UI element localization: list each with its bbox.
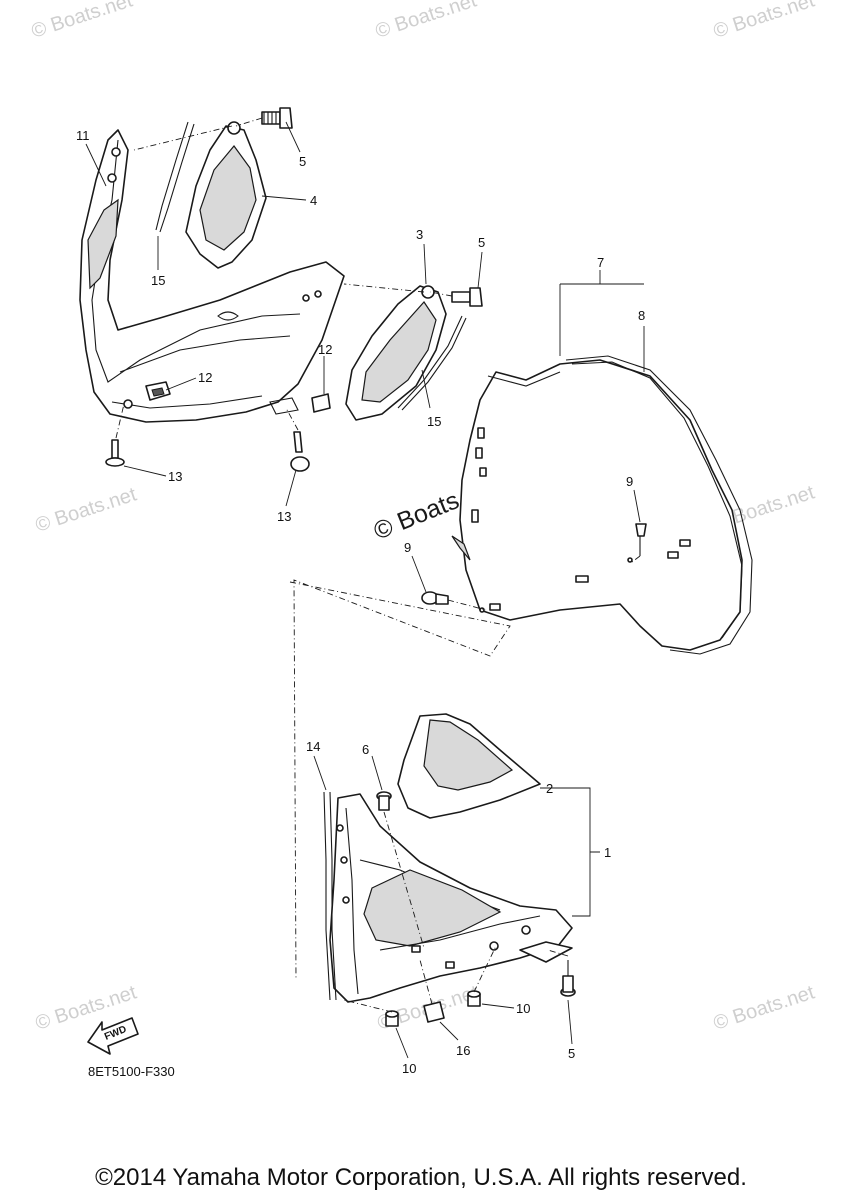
callout-3: 3 <box>416 227 423 242</box>
watermark-top-right: © Boats.net <box>711 0 818 43</box>
callout-6: 6 <box>362 742 369 757</box>
upper-cowling-part-11 <box>79 129 345 423</box>
watermark-top-left: © Boats.net <box>29 0 136 43</box>
duct-part-4 <box>185 121 267 269</box>
watermark-mid-left: © Boats.net <box>33 483 140 536</box>
callout-9-left: 9 <box>404 540 411 555</box>
copyright-footer: ©2014 Yamaha Motor Corporation, U.S.A. A… <box>95 1164 747 1191</box>
nut-12-right <box>311 393 331 413</box>
callout-7: 7 <box>597 255 604 270</box>
callout-5-lower: 5 <box>568 1046 575 1061</box>
inner-panel-part-2 <box>397 713 541 819</box>
callout-1: 1 <box>604 845 611 860</box>
diagram-code: 8ET5100-F330 <box>88 1064 175 1079</box>
seal-strip-15-lower <box>397 315 467 411</box>
screw-9-left <box>421 591 485 613</box>
bolt-6 <box>376 791 392 811</box>
callouts: 11 5 4 15 3 5 7 8 12 12 15 13 13 9 9 14 <box>76 121 645 1076</box>
assembly-frame-line <box>289 579 511 981</box>
collar-10-right <box>467 990 481 1007</box>
centerline-screw13 <box>115 403 299 439</box>
callout-8: 8 <box>638 308 645 323</box>
centerline-bolt5-upper <box>133 117 263 151</box>
callout-2: 2 <box>546 781 553 796</box>
nut-12-left <box>145 381 171 401</box>
callout-13-right: 13 <box>277 509 291 524</box>
callout-16: 16 <box>456 1043 470 1058</box>
collar-10-left <box>385 1010 399 1027</box>
cowling-body-part-1 <box>329 793 573 1003</box>
callout-5-mid: 5 <box>478 235 485 250</box>
callout-15-upper: 15 <box>151 273 165 288</box>
bolt-5-mid <box>451 287 483 307</box>
callout-12-left: 12 <box>198 370 212 385</box>
watermark-top-center: © Boats.net <box>373 0 480 43</box>
centerline-bolt6 <box>383 811 433 1005</box>
seal-strip-15-upper <box>155 121 195 233</box>
watermark-low-right: © Boats.net <box>711 981 818 1034</box>
callout-12-right: 12 <box>318 342 332 357</box>
callout-10-right: 10 <box>516 1001 530 1016</box>
windshield-part-8 <box>451 355 753 655</box>
callout-5-upper: 5 <box>299 154 306 169</box>
bolt-5-lower <box>560 960 576 997</box>
screw-13-right <box>290 431 310 472</box>
centerline-screw9 <box>447 555 641 611</box>
callout-15-lower: 15 <box>427 414 441 429</box>
screw-9-right <box>627 523 647 563</box>
duct-part-3 <box>345 285 447 421</box>
fwd-arrow-icon: FWD <box>87 1017 139 1055</box>
seal-strip-14 <box>323 791 337 1001</box>
callout-10-left: 10 <box>402 1061 416 1076</box>
callout-14: 14 <box>306 739 320 754</box>
centerline-bolt5-mid <box>343 283 453 297</box>
screw-13-left <box>105 439 125 467</box>
centerline-collars <box>343 945 569 1013</box>
bolt-5-upper <box>261 107 293 129</box>
callout-9-right: 9 <box>626 474 633 489</box>
callout-13-left: 13 <box>168 469 182 484</box>
nut-16 <box>423 1001 445 1023</box>
callout-4: 4 <box>310 193 317 208</box>
callout-11: 11 <box>76 128 90 143</box>
